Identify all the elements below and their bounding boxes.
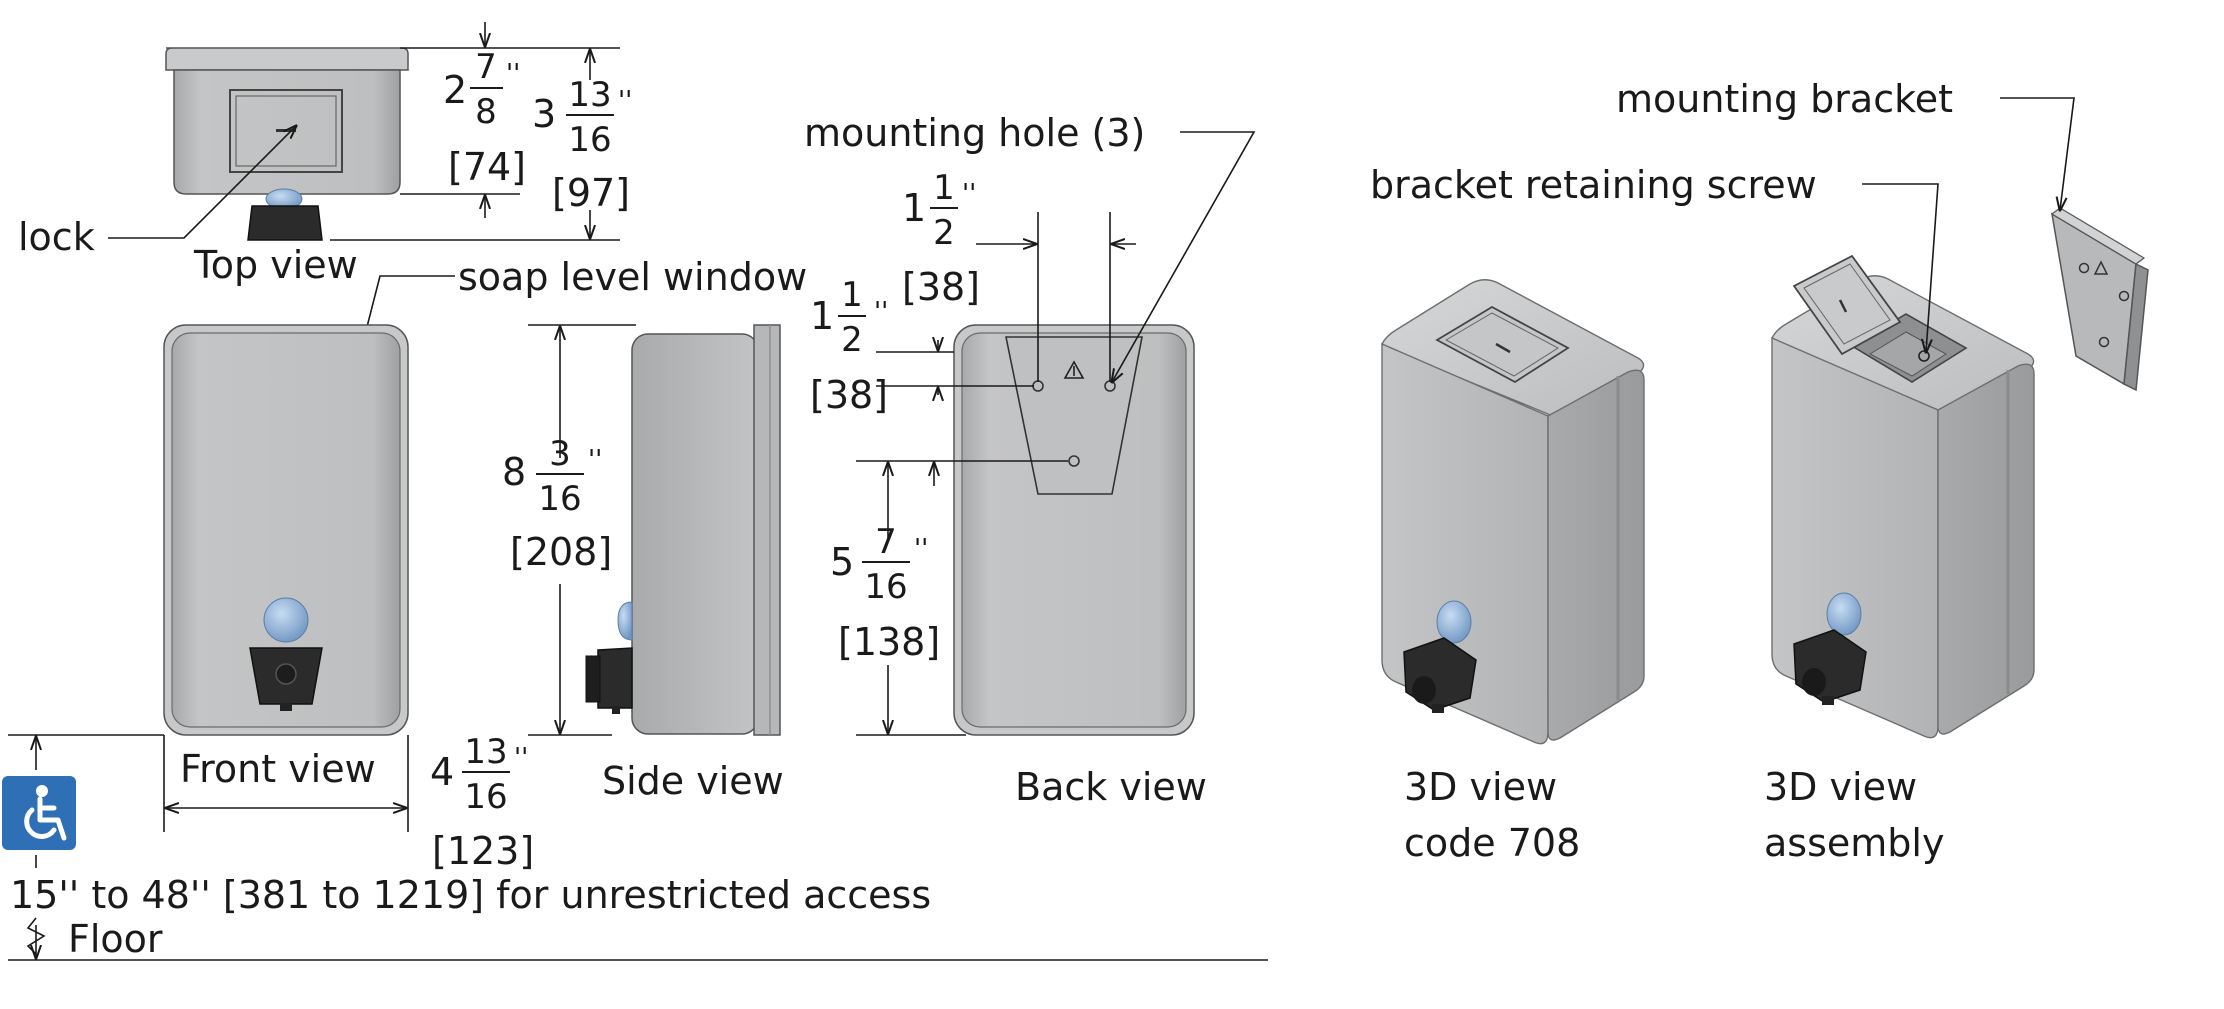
dim-height-den: 16 bbox=[538, 479, 581, 519]
3d-view-code-title-line1: 3D view bbox=[1404, 765, 1557, 809]
top-view-drawing bbox=[165, 47, 409, 241]
dim-width-num: 13 bbox=[464, 732, 507, 772]
back-view-drawing bbox=[953, 324, 1195, 736]
dim-hole-from-bottom-num: 7 bbox=[875, 522, 897, 562]
3d-view-assembly-title-line1: 3D view bbox=[1764, 765, 1917, 809]
dim-top-overall-metric: [97] bbox=[552, 171, 630, 215]
dim-hole-horizontal-den: 2 bbox=[933, 213, 955, 253]
mounting-height-note: 15'' to 48'' [381 to 1219] for unrestric… bbox=[10, 873, 931, 917]
dim-hole-horizontal: 1 1 2 '' [38] bbox=[902, 168, 980, 309]
bracket-retaining-screw-label: bracket retaining screw bbox=[1370, 163, 1817, 207]
dim-hole-horizontal-metric: [38] bbox=[902, 265, 980, 309]
dim-hole-from-bottom: 5 7 16 '' [138] bbox=[830, 522, 940, 664]
dim-top-depth-whole: 2 bbox=[443, 68, 467, 112]
dim-top-overall-num: 13 bbox=[568, 75, 611, 115]
dim-top-depth: 2 7 8 '' [74] bbox=[443, 47, 526, 189]
dim-hole-horizontal-unit: '' bbox=[962, 179, 976, 209]
dim-top-depth-den: 8 bbox=[475, 92, 497, 132]
mounting-hole-callout: mounting hole (3) bbox=[804, 111, 1256, 382]
dim-hole-vertical-num: 1 bbox=[841, 275, 863, 315]
floor-label: Floor bbox=[68, 917, 163, 961]
dim-hole-vertical: 1 1 2 '' [38] bbox=[810, 275, 888, 417]
front-width-dimension bbox=[163, 735, 409, 832]
dim-hole-from-bottom-whole: 5 bbox=[830, 540, 854, 584]
dim-height-whole: 8 bbox=[502, 450, 526, 494]
dim-height: 8 3 16 '' [208] bbox=[502, 434, 612, 574]
3d-view-assembly-drawing bbox=[1771, 254, 2035, 739]
3d-view-code-title-line2: code 708 bbox=[1404, 821, 1580, 865]
mounting-bracket-label: mounting bracket bbox=[1616, 77, 1953, 121]
back-view-title: Back view bbox=[1015, 765, 1207, 809]
dim-width: 4 13 16 '' [123] bbox=[430, 732, 534, 873]
top-view-dimensions bbox=[330, 22, 620, 241]
dim-hole-from-bottom-unit: '' bbox=[914, 534, 928, 564]
side-view-drawing bbox=[585, 324, 781, 736]
dim-width-unit: '' bbox=[514, 743, 528, 773]
dim-hole-from-bottom-den: 16 bbox=[864, 567, 907, 607]
dim-hole-vertical-den: 2 bbox=[841, 320, 863, 360]
dim-hole-from-bottom-metric: [138] bbox=[838, 620, 940, 664]
dim-top-overall: 3 13 16 '' [97] bbox=[532, 75, 632, 215]
dim-width-whole: 4 bbox=[430, 750, 454, 794]
lock-label: lock bbox=[18, 215, 95, 259]
dim-width-metric: [123] bbox=[432, 829, 534, 873]
soap-level-window-label: soap level window bbox=[458, 255, 807, 299]
dim-height-metric: [208] bbox=[510, 530, 612, 574]
lock-callout: lock bbox=[18, 126, 296, 259]
height-dimension-lines bbox=[528, 324, 636, 736]
mounting-hole-label: mounting hole (3) bbox=[804, 111, 1145, 155]
mounting-bracket-drawing bbox=[2050, 207, 2149, 392]
top-view-title: Top view bbox=[193, 243, 358, 287]
dim-hole-horizontal-num: 1 bbox=[933, 168, 955, 208]
dim-top-overall-whole: 3 bbox=[532, 92, 556, 136]
front-view-drawing bbox=[163, 324, 409, 736]
back-view-dimension-lines bbox=[856, 212, 1136, 736]
dim-top-overall-den: 16 bbox=[568, 120, 611, 160]
side-view-title: Side view bbox=[602, 759, 784, 803]
dim-hole-vertical-unit: '' bbox=[874, 297, 888, 327]
dim-hole-horizontal-whole: 1 bbox=[902, 186, 926, 230]
3d-view-code-708-drawing bbox=[1381, 279, 1645, 745]
bracket-retaining-screw-callout: bracket retaining screw bbox=[1370, 163, 1939, 352]
dim-top-depth-num: 7 bbox=[475, 47, 497, 87]
dim-width-den: 16 bbox=[464, 777, 507, 817]
mounting-bracket-callout: mounting bracket bbox=[1616, 77, 2075, 210]
dim-top-depth-unit: '' bbox=[506, 59, 520, 89]
wheelchair-accessibility-icon bbox=[2, 776, 76, 850]
3d-view-assembly-title-line2: assembly bbox=[1764, 821, 1944, 865]
dim-height-unit: '' bbox=[588, 445, 602, 475]
dim-hole-vertical-whole: 1 bbox=[810, 294, 834, 338]
dim-top-depth-metric: [74] bbox=[448, 145, 526, 189]
dim-height-num: 3 bbox=[549, 434, 571, 474]
floor-break-icon bbox=[26, 917, 46, 955]
dim-top-overall-unit: '' bbox=[618, 86, 632, 116]
front-view-title: Front view bbox=[180, 747, 376, 791]
dim-hole-vertical-metric: [38] bbox=[810, 373, 888, 417]
